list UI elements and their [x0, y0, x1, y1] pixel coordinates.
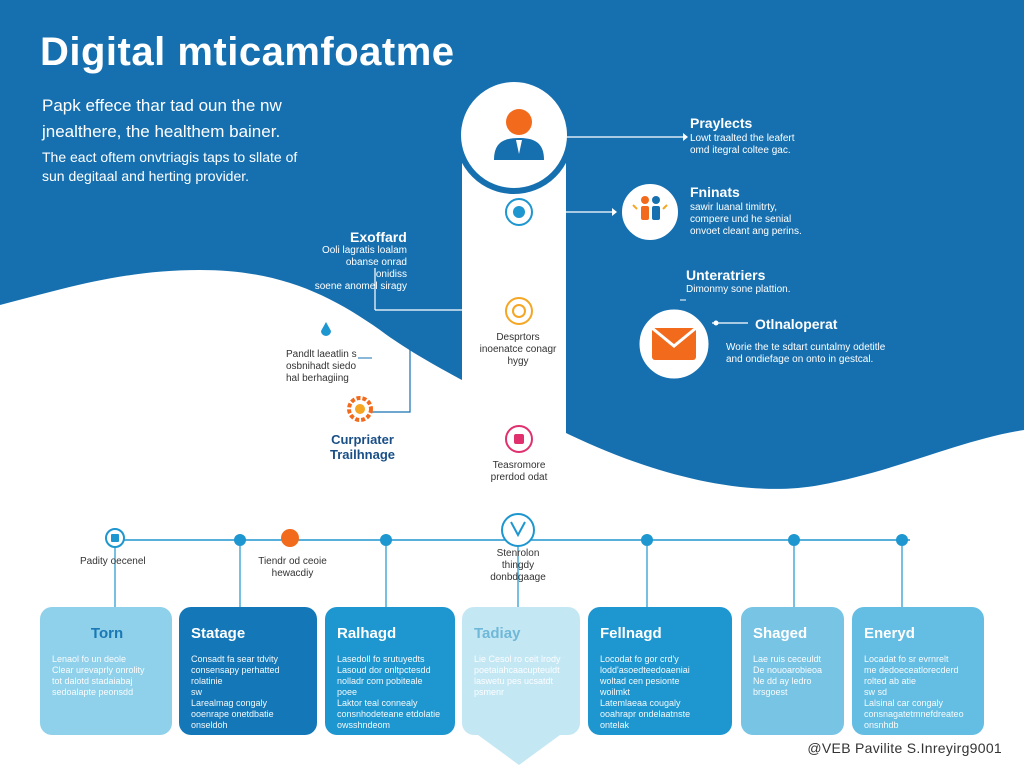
card-title: Ralhagd — [337, 625, 397, 642]
timeline-label-3: Stenrolon thingdy donbdgaage — [490, 548, 546, 583]
right-node-1-title: Praylects — [690, 115, 753, 131]
left-node-2-text: Pandlt laeatlin s osbnihadt siedo hal be… — [286, 349, 357, 384]
team-icon-ring — [618, 180, 682, 244]
left-node-1-text: Ooli lagratis loalam obanse onrad onidis… — [314, 245, 407, 292]
card-title: Torn — [90, 625, 124, 642]
stage-card-statage[interactable]: Statage Consadt fa sear tdvity consensap… — [179, 607, 317, 735]
stage-card-fellnagd[interactable]: Fellnagd Locodat fo gor crd'y lodd'asoed… — [588, 607, 732, 735]
left-node-3-title: Curpriater Trailhnage — [330, 432, 396, 462]
card-title: Eneryd — [864, 625, 915, 642]
card-title: Fellnagd — [600, 625, 662, 642]
stage-card-ralhagd[interactable]: Ralhagd Lasedoll fo srutuyedts Lasoud do… — [325, 607, 455, 735]
card-title: Statage — [191, 625, 246, 642]
right-node-3-text: Dimonmy sone plattion. — [686, 284, 791, 295]
card-title: Tadiay — [474, 625, 521, 642]
card-title: Shaged — [753, 625, 808, 642]
stage-card-tadiay[interactable]: Tadiay Lie Cesol ro ceit lrody poetaiahc… — [462, 607, 580, 735]
timeline-label-2: Tiendr od ceoie hewacdiy — [258, 556, 327, 579]
team-icon — [632, 196, 668, 220]
card-body: Lae ruis ceceuldt De nouoarobieoa Ne dd … — [753, 654, 823, 697]
right-node-3-title: Unteratriers — [686, 267, 766, 283]
timeline-dots — [234, 534, 908, 546]
card-body: Locodat fo gor crd'y lodd'asoedteedoaeni… — [600, 654, 691, 730]
box-icon — [651, 326, 697, 360]
card-pointer — [478, 735, 560, 765]
right-node-4-title: Otlnaloperat — [755, 316, 838, 332]
stage-card-torn[interactable]: Torn Lenaol fo un deole Clear urevaprly … — [40, 607, 172, 735]
card-body: Lie Cesol ro ceit lrody poetaiahcaacupte… — [474, 654, 561, 697]
lead-text-primary: Papk effece thar tad oun the nw jnealthe… — [42, 96, 282, 141]
right-node-4-text: Worie the te sdtart cuntalmy odetitle an… — [726, 342, 886, 365]
chat-icon-ring — [505, 297, 533, 325]
link-icon — [281, 529, 299, 547]
left-node-1-title: Exoffard — [350, 229, 407, 245]
center-node-1-label: Fegar ture off ley tong — [497, 235, 547, 258]
right-node-1-text: Lowt traalted the leafert omd itegral co… — [690, 133, 795, 156]
stage-card-shaged[interactable]: Shaged Lae ruis ceceuldt De nouoarobieoa… — [741, 607, 844, 735]
card-body: Consadt fa sear tdvity consensapy perhat… — [191, 654, 280, 730]
stethoscope-icon — [501, 513, 535, 547]
card-body: Lenaol fo un deole Clear urevaprly onrol… — [52, 654, 145, 697]
center-node-2-label: Desprtors inoenatce conagr hygy — [479, 332, 557, 367]
stage-card-eneryd[interactable]: Eneryd Locadat fo sr evrnrelt me dedoece… — [852, 607, 984, 735]
footer-copyright: @VEB Pavilite S.Inreyirg9001 — [807, 740, 1002, 756]
right-node-2-text: sawir luanal timitrty, compere und he se… — [690, 202, 802, 237]
card-body: Locadat fo sr evrnrelt me dedoeceatlorec… — [864, 654, 964, 730]
center-node-3-label: Teasromore prerdod odat — [490, 460, 548, 483]
card-body: Lasedoll fo srutuyedts Lasoud dor onltpc… — [337, 654, 441, 730]
page-title: Digital mticamfoatme — [40, 30, 455, 74]
right-node-2-title: Fninats — [690, 184, 740, 200]
drop-icon — [321, 322, 331, 336]
lead-text-secondary: The eact oftem onvtriagis taps to sllate… — [42, 149, 298, 184]
gear-icon — [347, 396, 373, 422]
timeline-label-1: Padity oecenel — [80, 556, 146, 567]
person-icon — [494, 109, 544, 160]
